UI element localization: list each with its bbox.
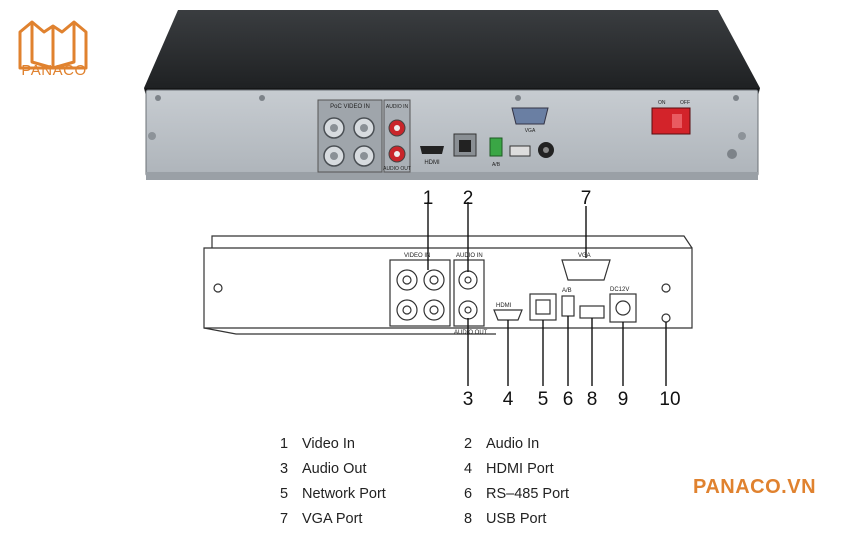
callout-6: 6 [562,389,574,410]
dvr-rear-photo: PoC VIDEO IN AUDIO IN AUDIO OUT HDMI A/B… [144,10,760,180]
legend-label: Audio In [486,436,540,452]
legend-num: 2 [464,436,473,452]
diagram-label-dc: DC12V [610,287,629,293]
legend-item: 2 Audio In [464,436,539,452]
legend-num: 4 [464,461,473,477]
diagram-label-hdmi: HDMI [496,303,512,309]
book-logo-icon [18,20,88,70]
callout-10: 10 [659,389,681,410]
callout-2: 2 [462,188,474,209]
legend-label: RS–485 Port [486,486,570,502]
rear-panel-diagram: VIDEO IN AUDIO IN AUDIO OUT HDMI VGA A/B… [203,202,693,386]
diagram-label-vga: VGA [578,253,591,259]
photo-label-audio-in: AUDIO IN [386,104,409,110]
diagram-label-video-in: VIDEO IN [404,253,430,259]
callout-5: 5 [537,389,549,410]
legend-item: 6 RS–485 Port [464,486,569,502]
callout-7: 7 [580,188,592,209]
diagram-label-rs485: A/B [562,288,572,294]
diagram-label-audio-in: AUDIO IN [456,253,483,259]
legend-label: HDMI Port [486,461,554,477]
photo-label-on: ON [658,100,666,106]
legend-num: 8 [464,511,473,527]
legend-num: 7 [280,511,289,527]
brand-watermark: PANACO.VN [693,476,817,498]
legend-num: 3 [280,461,289,477]
photo-label-vga: VGA [525,128,536,134]
legend-label: USB Port [486,511,547,527]
callout-8: 8 [586,389,598,410]
diagram-label-audio-out: AUDIO OUT [454,330,488,336]
legend-label: Video In [302,436,355,452]
photo-label-off: OFF [680,100,690,106]
legend-item: 1 Video In [280,436,355,452]
callout-9: 9 [617,389,629,410]
photo-label-hdmi: HDMI [424,160,440,166]
legend-num: 1 [280,436,289,452]
legend: 1 Video In 2 Audio In 3 Audio Out 4 HDMI Por… [276,434,636,530]
legend-num: 5 [280,486,289,502]
logo-text: PANACO [21,62,87,79]
legend-item: 8 USB Port [464,511,546,527]
legend-label: Audio Out [302,461,367,477]
legend-item: 7 VGA Port [280,511,362,527]
callout-1: 1 [422,188,434,209]
callout-4: 4 [502,389,514,410]
photo-label-video-in: PoC VIDEO IN [330,104,370,110]
legend-item: 4 HDMI Port [464,461,554,477]
legend-label: VGA Port [302,511,363,527]
photo-label-rs485: A/B [492,162,501,168]
legend-label: Network Port [302,486,386,502]
legend-item: 5 Network Port [280,486,386,502]
callout-3: 3 [462,389,474,410]
photo-label-audio-out: AUDIO OUT [383,166,411,172]
legend-num: 6 [464,486,473,502]
legend-item: 3 Audio Out [280,461,367,477]
